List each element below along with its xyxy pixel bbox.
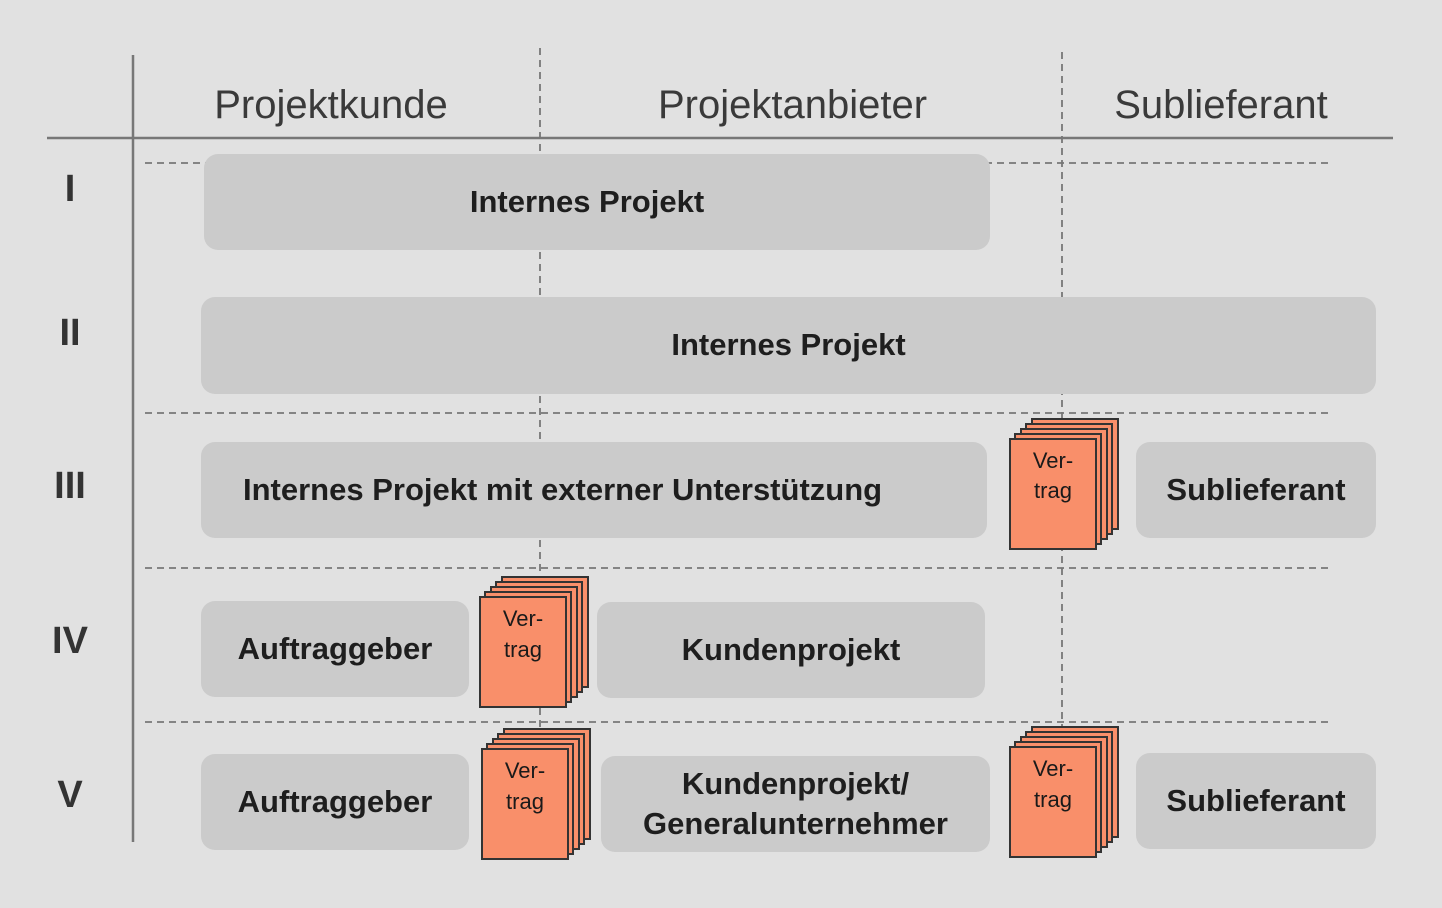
box-label: Auftraggeber xyxy=(237,630,433,666)
internal-project-external-support-box: Internes Projekt mit externer Unterstütz… xyxy=(201,442,987,538)
contract-label-line1: Ver- xyxy=(504,758,546,783)
column-header-projektkunde: Projektkunde xyxy=(214,83,448,127)
contract-stack: Ver- trag xyxy=(481,728,593,862)
sublieferant-box: Sublieferant xyxy=(1136,442,1376,538)
contract-label-line1: Ver- xyxy=(1032,756,1074,781)
internal-project-box: Internes Projekt xyxy=(201,297,1376,394)
contract-label-line2: trag xyxy=(1034,478,1072,503)
box-label: Internes Projekt xyxy=(469,183,705,219)
contract-stack: Ver- trag xyxy=(479,576,591,710)
contract-label-line1: Ver- xyxy=(1032,448,1074,473)
row-label-5: V xyxy=(57,774,83,816)
contract-label-line2: trag xyxy=(506,789,544,814)
sublieferant-box: Sublieferant xyxy=(1136,753,1376,849)
contract-sheet xyxy=(479,596,567,708)
kundenprojekt-box: Kundenprojekt xyxy=(597,602,985,698)
box-label: Sublieferant xyxy=(1166,782,1346,818)
row-label-1: I xyxy=(64,168,76,210)
auftraggeber-box: Auftraggeber xyxy=(201,601,469,697)
box-label-line2: Generalunternehmer xyxy=(643,806,948,841)
box-label-line1: Kundenprojekt/ xyxy=(681,765,910,801)
row-label-4: IV xyxy=(52,620,88,662)
box-label: Internes Projekt mit externer Unterstütz… xyxy=(243,471,883,507)
row-label-2: II xyxy=(59,312,81,354)
contract-label-line2: trag xyxy=(1034,787,1072,812)
auftraggeber-box: Auftraggeber xyxy=(201,754,469,850)
row-label-3: III xyxy=(54,465,86,507)
column-header-sublieferant: Sublieferant xyxy=(1114,83,1328,127)
contract-sheet xyxy=(1009,438,1097,550)
box-label: Kundenprojekt xyxy=(681,631,901,667)
internal-project-box: Internes Projekt xyxy=(204,154,990,250)
contract-sheet xyxy=(1009,746,1097,858)
contract-label-line1: Ver- xyxy=(502,606,544,631)
contract-stack: Ver- trag xyxy=(1009,726,1121,860)
box-label: Internes Projekt xyxy=(671,327,906,363)
kundenprojekt-generalunternehmer-box: Kundenprojekt/ Generalunternehmer xyxy=(601,756,990,852)
column-header-projektanbieter: Projektanbieter xyxy=(657,83,928,127)
box-label: Auftraggeber xyxy=(237,783,433,819)
box-label: Sublieferant xyxy=(1166,471,1346,507)
contract-label-line2: trag xyxy=(504,637,542,662)
contract-stack: Ver- trag xyxy=(1009,418,1121,552)
contract-sheet xyxy=(481,748,569,860)
